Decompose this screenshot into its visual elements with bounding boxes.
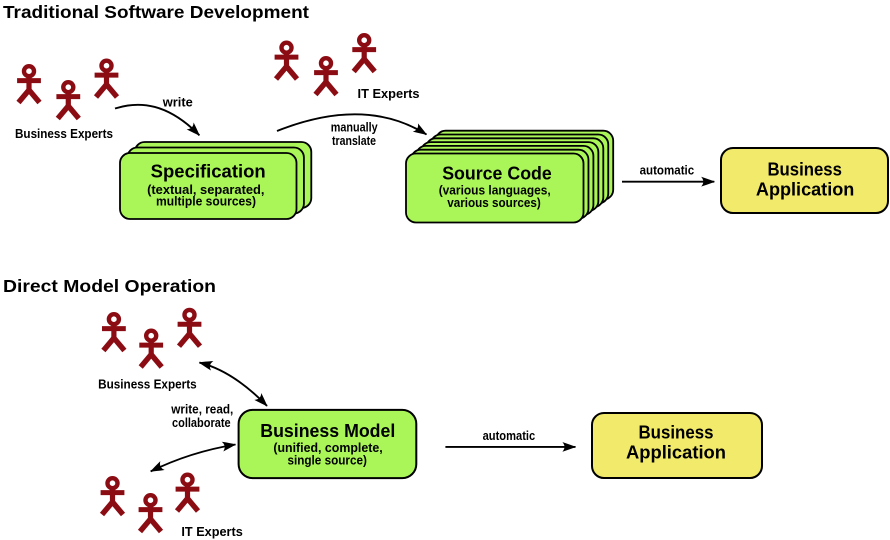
svg-text:Specification: Specification [151, 160, 266, 181]
svg-text:(various languages,: (various languages, [439, 182, 551, 197]
svg-text:Application: Application [626, 442, 726, 463]
svg-text:Traditional Software Developme: Traditional Software Development [3, 2, 309, 22]
svg-text:multiple sources): multiple sources) [156, 194, 256, 209]
svg-text:Source Code: Source Code [442, 163, 552, 184]
svg-text:Business Experts: Business Experts [98, 377, 197, 391]
svg-text:Application: Application [756, 178, 854, 199]
svg-text:Business Experts: Business Experts [15, 127, 113, 141]
svg-text:automatic: automatic [640, 164, 695, 178]
svg-text:(textual, separated,: (textual, separated, [147, 182, 264, 197]
svg-text:write, read,: write, read, [170, 402, 233, 416]
svg-text:Business: Business [767, 159, 842, 180]
svg-text:translate: translate [332, 134, 376, 148]
svg-text:single source): single source) [287, 452, 367, 467]
svg-text:collaborate: collaborate [172, 416, 231, 430]
svg-text:manually: manually [331, 120, 378, 134]
svg-text:Business: Business [639, 422, 714, 443]
svg-text:various sources): various sources) [447, 195, 541, 210]
svg-text:automatic: automatic [483, 429, 536, 443]
svg-text:IT Experts: IT Experts [181, 525, 242, 539]
svg-text:(unified, complete,: (unified, complete, [273, 440, 382, 455]
svg-text:Business Model: Business Model [260, 420, 395, 441]
svg-text:Direct Model Operation: Direct Model Operation [3, 276, 216, 296]
svg-text:IT Experts: IT Experts [358, 87, 420, 101]
svg-text:write: write [162, 95, 193, 109]
